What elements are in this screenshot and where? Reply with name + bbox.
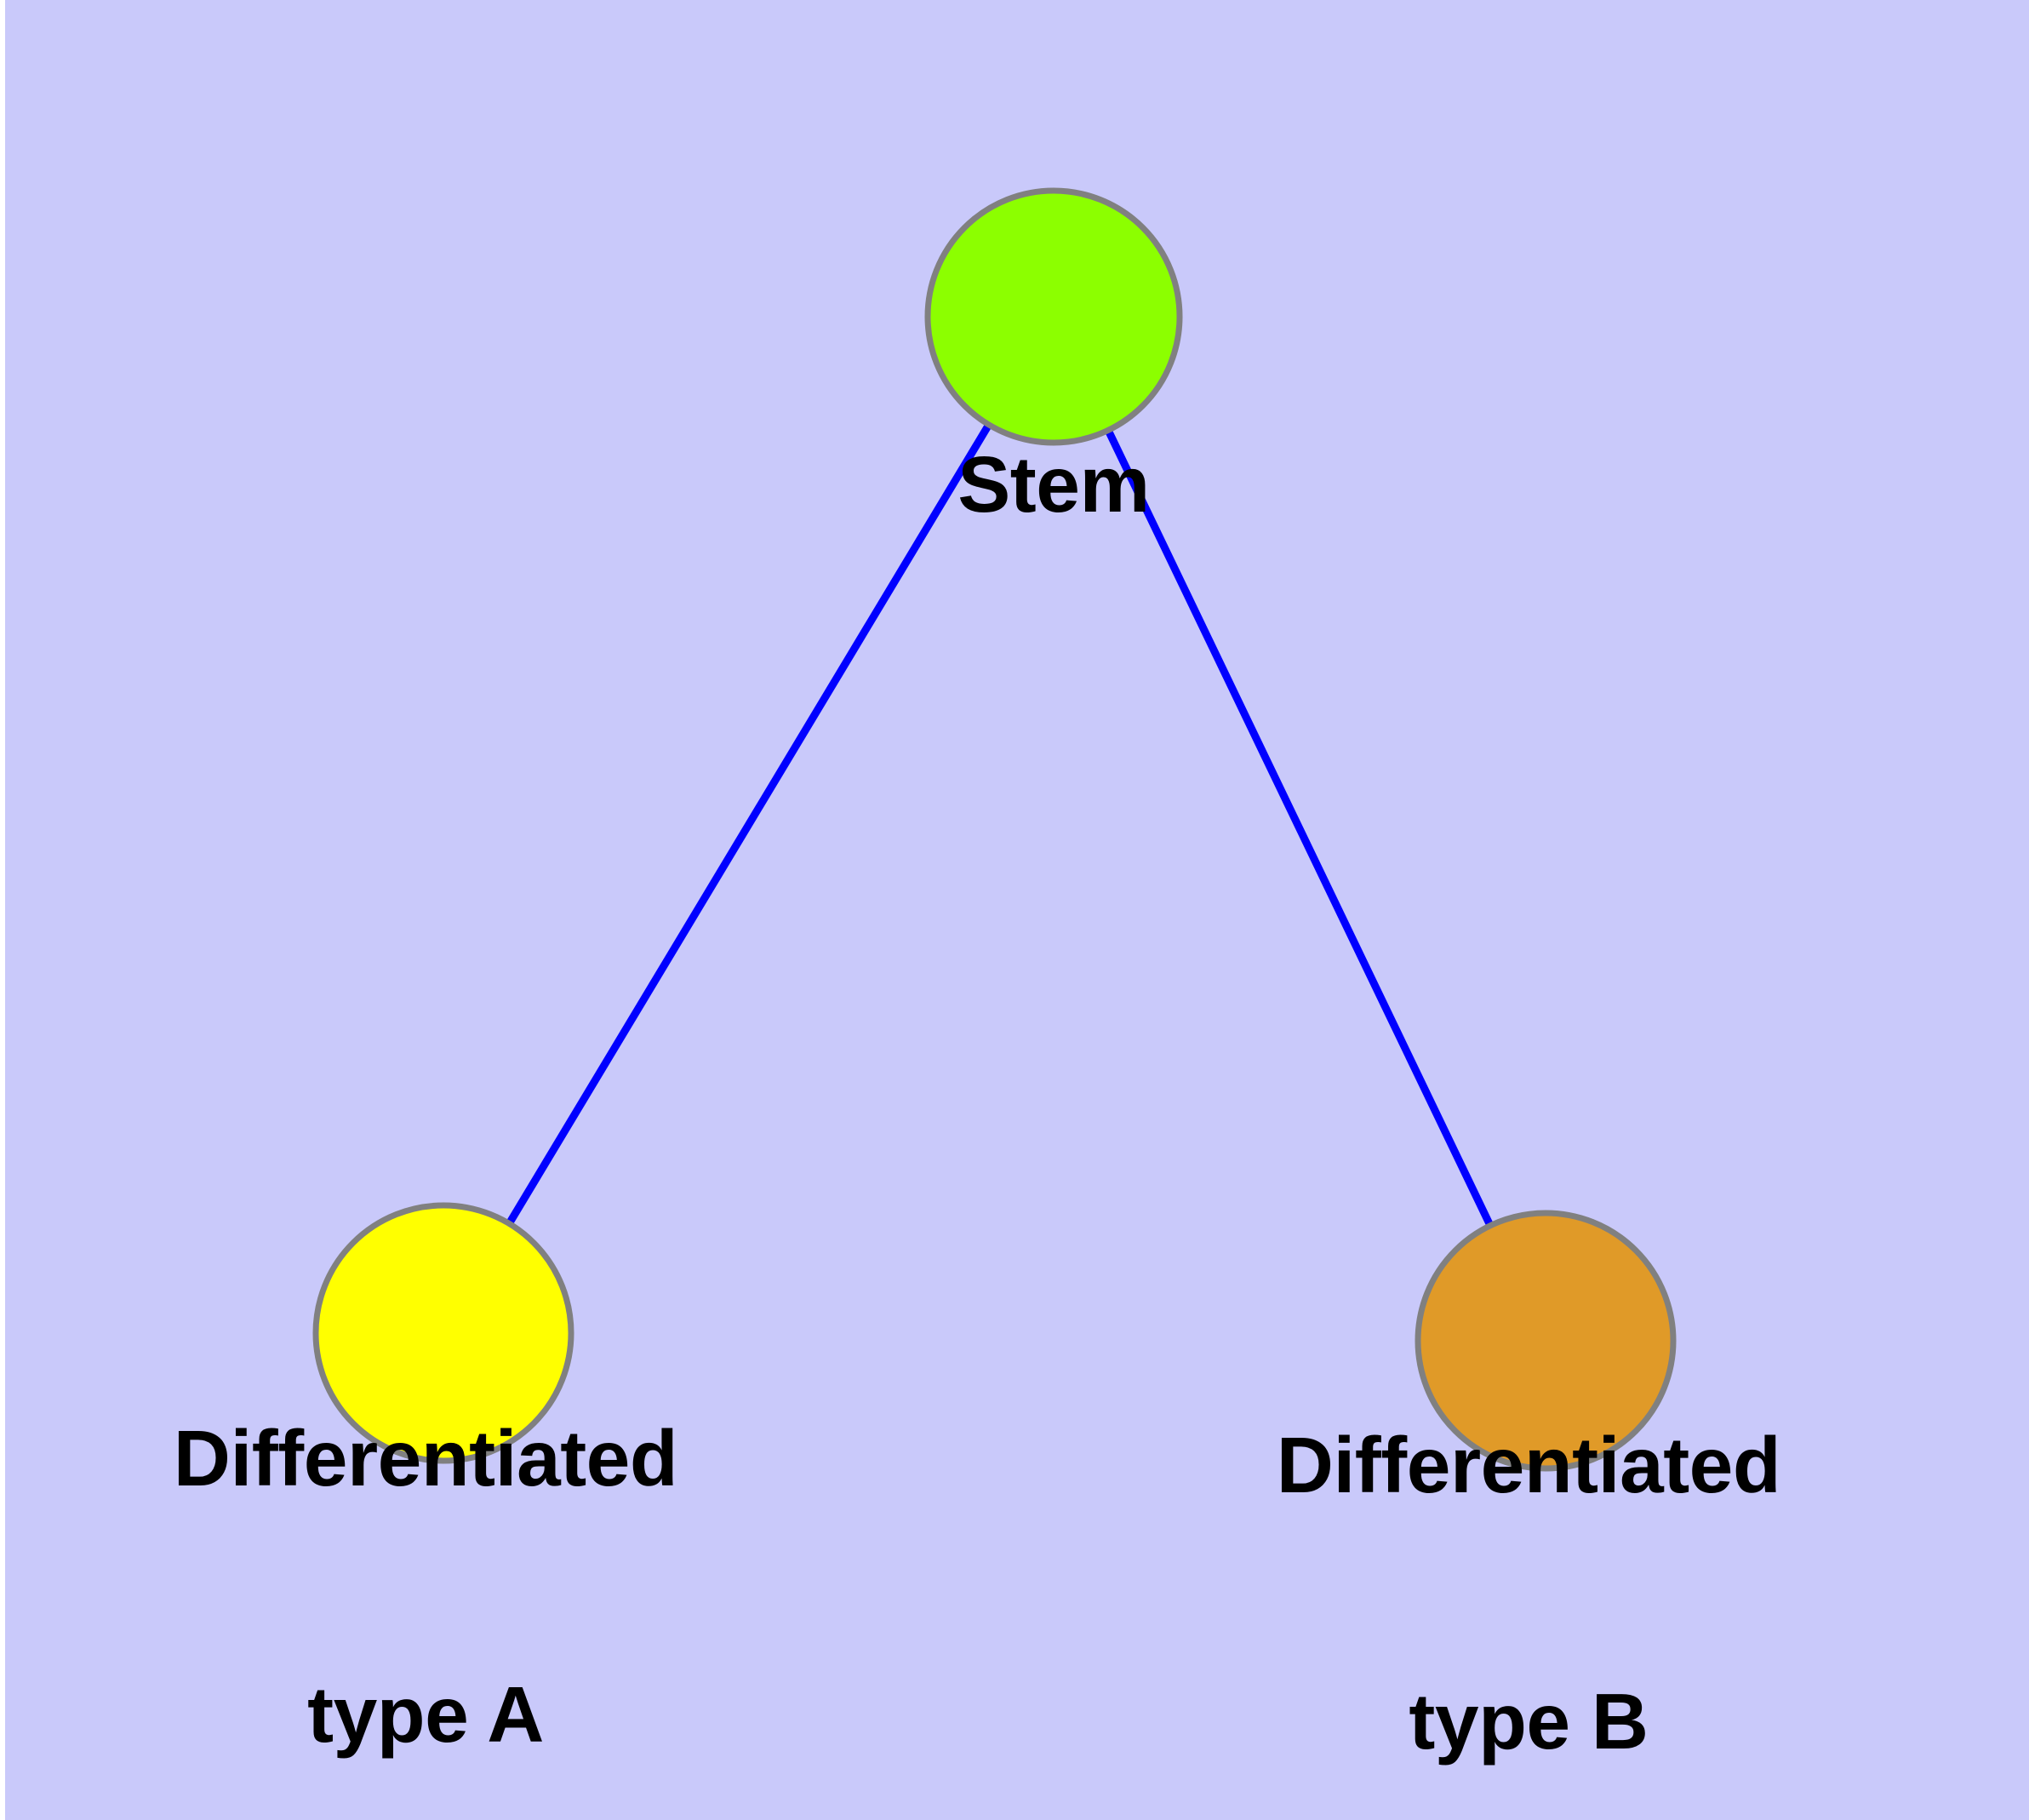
- edge-layer: [440, 314, 1550, 1342]
- node-differentiated-type-a[interactable]: [312, 1202, 574, 1464]
- node-layer: [312, 187, 1677, 1472]
- node-differentiated-type-b[interactable]: [1415, 1210, 1677, 1472]
- node-stem[interactable]: [924, 187, 1183, 446]
- edge-stem-diff-b: [1049, 315, 1550, 1342]
- edge-stem-diff-a: [440, 314, 1057, 1336]
